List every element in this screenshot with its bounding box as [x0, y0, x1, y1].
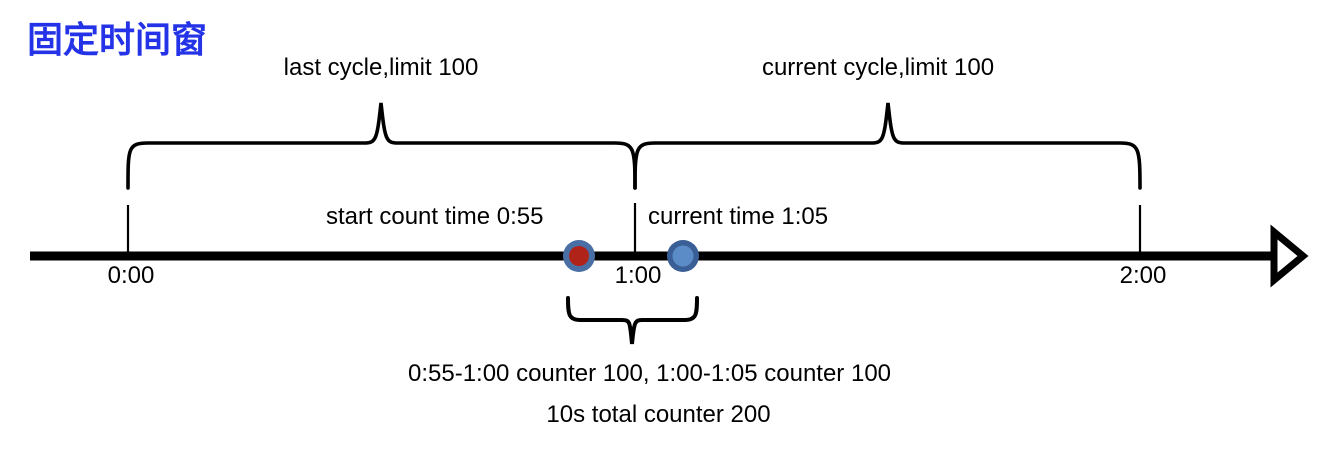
axis-tick-marks — [126, 203, 1142, 256]
page-title: 固定时间窗 — [27, 19, 208, 60]
tick-label-0-00: 0:00 — [107, 262, 155, 289]
arrow-head-right-icon — [1270, 224, 1309, 288]
footer-counter-breakdown: 0:55-1:00 counter 100, 1:00-1:05 counter… — [407, 360, 892, 387]
tick-label-2-00: 2:00 — [1119, 262, 1167, 289]
brace-counting-window — [566, 296, 699, 345]
current-time-marker — [667, 240, 699, 272]
label-last-cycle: last cycle,limit 100 — [283, 54, 479, 81]
label-current-cycle: current cycle,limit 100 — [761, 54, 995, 81]
brace-current-cycle — [633, 102, 1142, 190]
timeline-axis — [30, 224, 1309, 288]
brace-last-cycle — [126, 102, 637, 190]
start-count-marker — [563, 240, 595, 272]
tick-label-1-00: 1:00 — [614, 262, 662, 289]
label-current-time: current time 1:05 — [648, 203, 829, 230]
footer-total-counter: 10s total counter 200 — [546, 401, 771, 428]
label-start-count-time: start count time 0:55 — [326, 203, 544, 230]
